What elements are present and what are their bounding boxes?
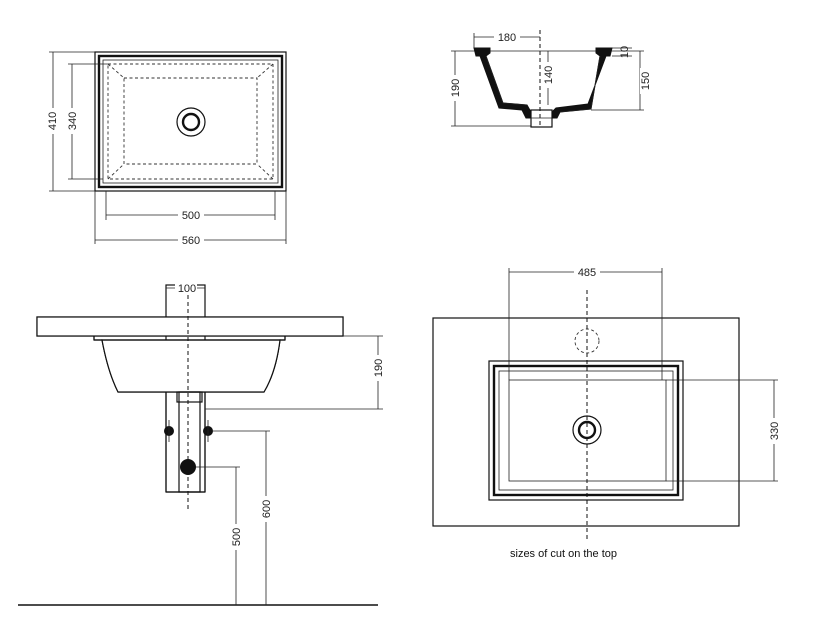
dim-500: 500: [105, 191, 276, 222]
dim-560: 560: [94, 191, 287, 247]
dim-side-500-label: 500: [231, 528, 243, 546]
dim-side-190-label: 190: [373, 359, 385, 377]
cutout-countertop: [432, 317, 740, 527]
dim-410-label: 410: [47, 112, 59, 130]
dim-side-100: 100: [166, 281, 205, 295]
section-right-wall: [551, 47, 613, 119]
dim-section-10-label: 10: [619, 46, 631, 58]
top-view-drain-inner: [181, 112, 201, 132]
dim-cut-485-label: 485: [578, 267, 596, 279]
dim-cut-330: 330: [666, 379, 781, 482]
dim-section-150: 150: [591, 50, 654, 111]
dim-cut-485: 485: [508, 265, 663, 380]
dim-410: 410: [44, 51, 95, 192]
dim-side-100-label: 100: [178, 283, 196, 295]
dim-side-190: 190: [205, 335, 385, 410]
cutout-basin-rim: [492, 364, 680, 497]
cutout-caption: sizes of cut on the top: [510, 548, 617, 560]
waste-pipe: [178, 391, 201, 493]
dim-340-label: 340: [67, 112, 79, 130]
dim-500-label: 500: [182, 210, 200, 222]
section-left-wall: [473, 47, 532, 119]
section-drain: [530, 109, 553, 128]
cutout-basin-flange: [488, 360, 684, 501]
dim-section-140-label: 140: [543, 66, 555, 84]
top-view: 410 340 500 560: [44, 51, 287, 247]
drain-outlet: [180, 459, 196, 475]
dim-section-10: 10: [612, 46, 632, 58]
dim-side-600: 600: [213, 430, 273, 605]
dim-560-label: 560: [182, 235, 200, 247]
dim-section-180-label: 180: [498, 32, 516, 44]
side-view: 100 190 600 500: [18, 281, 385, 606]
cutout-view: 485 330 sizes of cut on the top: [432, 265, 781, 560]
top-view-bowl-outline: [107, 63, 274, 180]
dim-side-600-label: 600: [261, 500, 273, 518]
dim-section-190: 190: [446, 50, 531, 127]
dim-side-500: 500: [196, 466, 243, 605]
top-view-outer-rim: [94, 51, 287, 192]
top-view-bowl-floor: [123, 77, 258, 165]
top-view-drain-outer: [176, 107, 206, 137]
dim-340: 340: [64, 63, 108, 180]
dim-section-180: 180: [473, 30, 540, 48]
top-view-inner-rim: [102, 59, 279, 184]
section-view: 180 190 140 10 150: [446, 30, 654, 128]
dim-cut-330-label: 330: [769, 422, 781, 440]
dim-section-190-label: 190: [450, 79, 462, 97]
top-view-rim-thick: [97, 54, 284, 189]
dim-section-140: 140: [543, 51, 558, 105]
dim-section-150-label: 150: [640, 72, 652, 90]
